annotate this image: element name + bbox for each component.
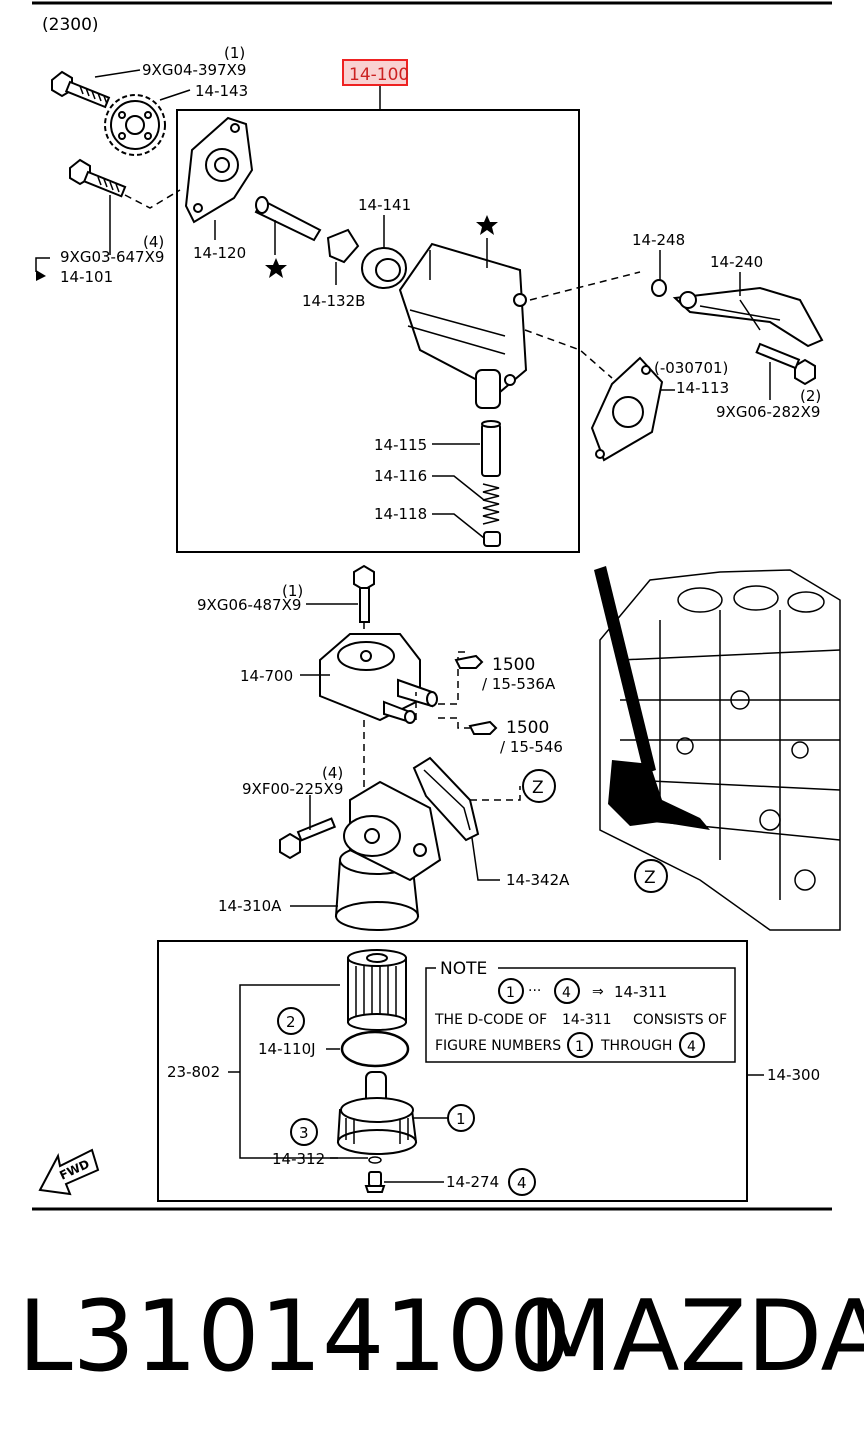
part-number: L31014100 [18, 1280, 571, 1394]
relief-plunger [481, 420, 501, 477]
star-icon [476, 215, 498, 235]
oring-14-248 [651, 279, 667, 297]
bolt-2 [69, 158, 127, 198]
label-l1b: (1) [282, 582, 303, 600]
pump-body [398, 242, 528, 409]
ref-15-536a[interactable]: / 15-536A [482, 675, 556, 693]
circle-2: 2 [286, 1013, 296, 1031]
engine-block-illustration [594, 566, 841, 931]
circle-4: 4 [517, 1174, 527, 1192]
strainer-gasket [590, 356, 664, 462]
sprocket-gear [104, 94, 166, 156]
oring-14-312 [368, 1156, 382, 1164]
note-range-to: 4 [562, 985, 571, 1001]
label-14-110j[interactable]: 14-110J [258, 1040, 316, 1058]
zone-z-marker-2 [634, 859, 668, 893]
note-line2-c: THROUGH [600, 1038, 672, 1054]
label-14-312[interactable]: 14-312 [272, 1150, 325, 1168]
outer-rotor [361, 247, 407, 289]
label-14-143[interactable]: 14-143 [195, 82, 248, 100]
filter-kit-box [157, 940, 748, 1202]
bolt-5 [279, 817, 337, 860]
highlight-box [342, 59, 408, 86]
circle-3: 3 [299, 1124, 309, 1142]
filter-cap [336, 1071, 418, 1155]
note-target[interactable]: 14-311 [614, 983, 667, 1001]
note-range-from: 1 [506, 985, 515, 1001]
oring-14-110j [340, 1030, 410, 1068]
pump-cover [184, 116, 254, 224]
label-14-248[interactable]: 14-248 [632, 231, 685, 249]
label-14-118[interactable]: 14-118 [374, 505, 427, 523]
oil-filter-element [347, 949, 407, 1031]
label-14-120[interactable]: 14-120 [193, 244, 246, 262]
label-bolt1[interactable]: 9XG04-397X9 [142, 61, 246, 79]
note-line2-b: 1 [575, 1039, 584, 1055]
zone-z-marker [522, 769, 556, 803]
gasket-14-342a [412, 756, 480, 842]
label-14-342a[interactable]: 14-342A [506, 871, 570, 889]
inner-rotor [326, 228, 360, 264]
oil-filter-body [334, 780, 442, 931]
drain-plug-14-274 [364, 1171, 386, 1193]
note-line1-a: THE D-CODE OF [434, 1012, 547, 1028]
relief-spring [482, 483, 500, 525]
label-14-132b[interactable]: 14-132B [302, 292, 365, 310]
oil-cooler [319, 633, 438, 724]
oil-pump-box [176, 109, 580, 553]
label-14-700[interactable]: 14-700 [240, 667, 293, 685]
label-z1: Z [532, 778, 544, 798]
oil-strainer [672, 286, 824, 348]
label-14-274[interactable]: 14-274 [446, 1173, 499, 1191]
label-z2: Z [644, 868, 656, 888]
note-arrow: ⇒ [592, 984, 604, 1000]
bolt-4 [353, 564, 375, 623]
note-box: NOTE 1 ··· 4 ⇒ 14-311 THE D-CODE OF 14-3… [425, 959, 736, 1063]
label-bolt4[interactable]: 9XG06-487X9 [197, 596, 301, 614]
brand-name: MAZDA [528, 1280, 864, 1394]
bolt-3 [755, 342, 816, 386]
bolt-1 [51, 70, 111, 109]
label-14-113[interactable]: 14-113 [676, 379, 729, 397]
label-bolt2[interactable]: 9XG03-647X9 [60, 248, 164, 266]
note-line1-c: CONSISTS OF [633, 1012, 727, 1028]
label-14-101[interactable]: 14-101 [60, 268, 113, 286]
ref-1500-b[interactable]: 1500 [506, 718, 549, 738]
note-line1-b[interactable]: 14-311 [562, 1012, 612, 1028]
label-l4b: (4) [322, 764, 343, 782]
label-bolt3[interactable]: 9XG06-282X9 [716, 403, 820, 421]
label-note-0307: (-030701) [654, 359, 728, 377]
label-14-240[interactable]: 14-240 [710, 253, 763, 271]
label-14-141[interactable]: 14-141 [358, 196, 411, 214]
note-title: NOTE [440, 959, 487, 979]
label-14-310a[interactable]: 14-310A [218, 897, 282, 915]
highlight-part-label[interactable]: 14-100 [349, 65, 409, 85]
pointing-hand-icon [468, 720, 498, 735]
relief-plug [483, 531, 501, 547]
ref-15-546[interactable]: / 15-546 [500, 738, 563, 756]
section-code: (2300) [42, 15, 99, 35]
ref-1500-a[interactable]: 1500 [492, 655, 535, 675]
label-14-116[interactable]: 14-116 [374, 467, 427, 485]
label-14-115[interactable]: 14-115 [374, 436, 427, 454]
label-14-300[interactable]: 14-300 [767, 1066, 820, 1084]
note-line2-d: 4 [687, 1039, 696, 1055]
label-l4a: (4) [143, 233, 164, 251]
note-line2-a: FIGURE NUMBERS [435, 1038, 561, 1054]
pump-shaft [254, 196, 322, 242]
circle-1: 1 [456, 1110, 466, 1128]
star-icon [265, 258, 287, 278]
pointing-hand-icon [454, 654, 484, 669]
label-23-802[interactable]: 23-802 [167, 1063, 220, 1081]
note-range-sep: ··· [528, 983, 541, 999]
fwd-arrow-icon: FWD [38, 1148, 100, 1196]
label-l2: (2) [800, 387, 821, 405]
label-l1: (1) [224, 44, 245, 62]
label-bolt5[interactable]: 9XF00-225X9 [242, 780, 343, 798]
